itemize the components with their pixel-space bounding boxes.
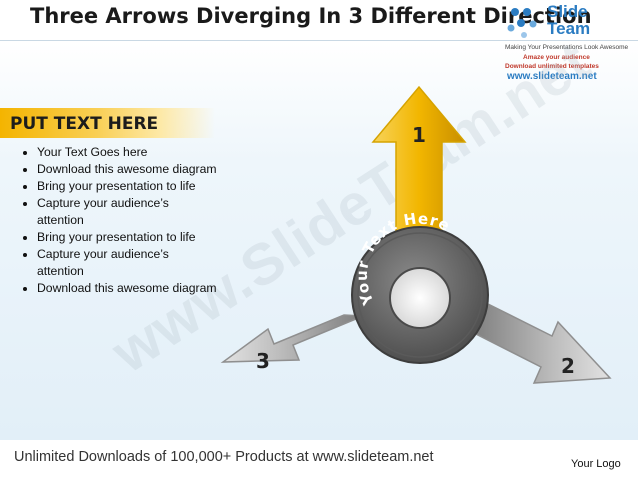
arrow-2-number: 2 [561, 354, 575, 378]
bullet-item: Bring your presentation to life [37, 229, 217, 246]
slide-title: Three Arrows Diverging In 3 Different Di… [30, 4, 592, 28]
bullet-list: Your Text Goes here Download this awesom… [18, 144, 217, 297]
bullet-item: Download this awesome diagram [37, 161, 217, 178]
brand-ad-line2: Download unlimited templates [505, 63, 599, 70]
heading-bar [0, 108, 215, 138]
arrow-1-up [371, 85, 467, 241]
bullet-item: Bring your presentation to life [37, 178, 217, 195]
brand-ad-line1: Amaze your audience [523, 54, 590, 61]
bullet-item: Download this awesome diagram [37, 280, 217, 297]
bullet-item: Capture your audience’s attention [37, 246, 217, 280]
arrow-2-right [469, 298, 612, 384]
brand-tagline: Making Your Presentations Look Awesome [505, 44, 629, 51]
footer-promo: Unlimited Downloads of 100,000+ Products… [14, 449, 434, 465]
bullet-item: Capture your audience’s attention [37, 195, 217, 229]
arrow-3-left [220, 314, 364, 363]
arrow-1-number: 1 [412, 123, 426, 147]
brand-name-line2: Team [547, 19, 591, 38]
hub-inner-ring [357, 232, 483, 358]
bullet-item: Your Text Goes here [37, 144, 217, 161]
brand-url-link[interactable]: www.slideteam.net [507, 71, 597, 82]
slideteam-logo-icon [507, 8, 537, 38]
brand-name-line1: Slide [547, 2, 588, 21]
logo-placeholder: Your Logo [571, 458, 621, 470]
sidebar-heading: PUT TEXT HERE [10, 114, 159, 134]
arrow-3-number: 3 [256, 349, 270, 373]
title-divider [0, 40, 638, 41]
hub-hole [389, 267, 451, 329]
